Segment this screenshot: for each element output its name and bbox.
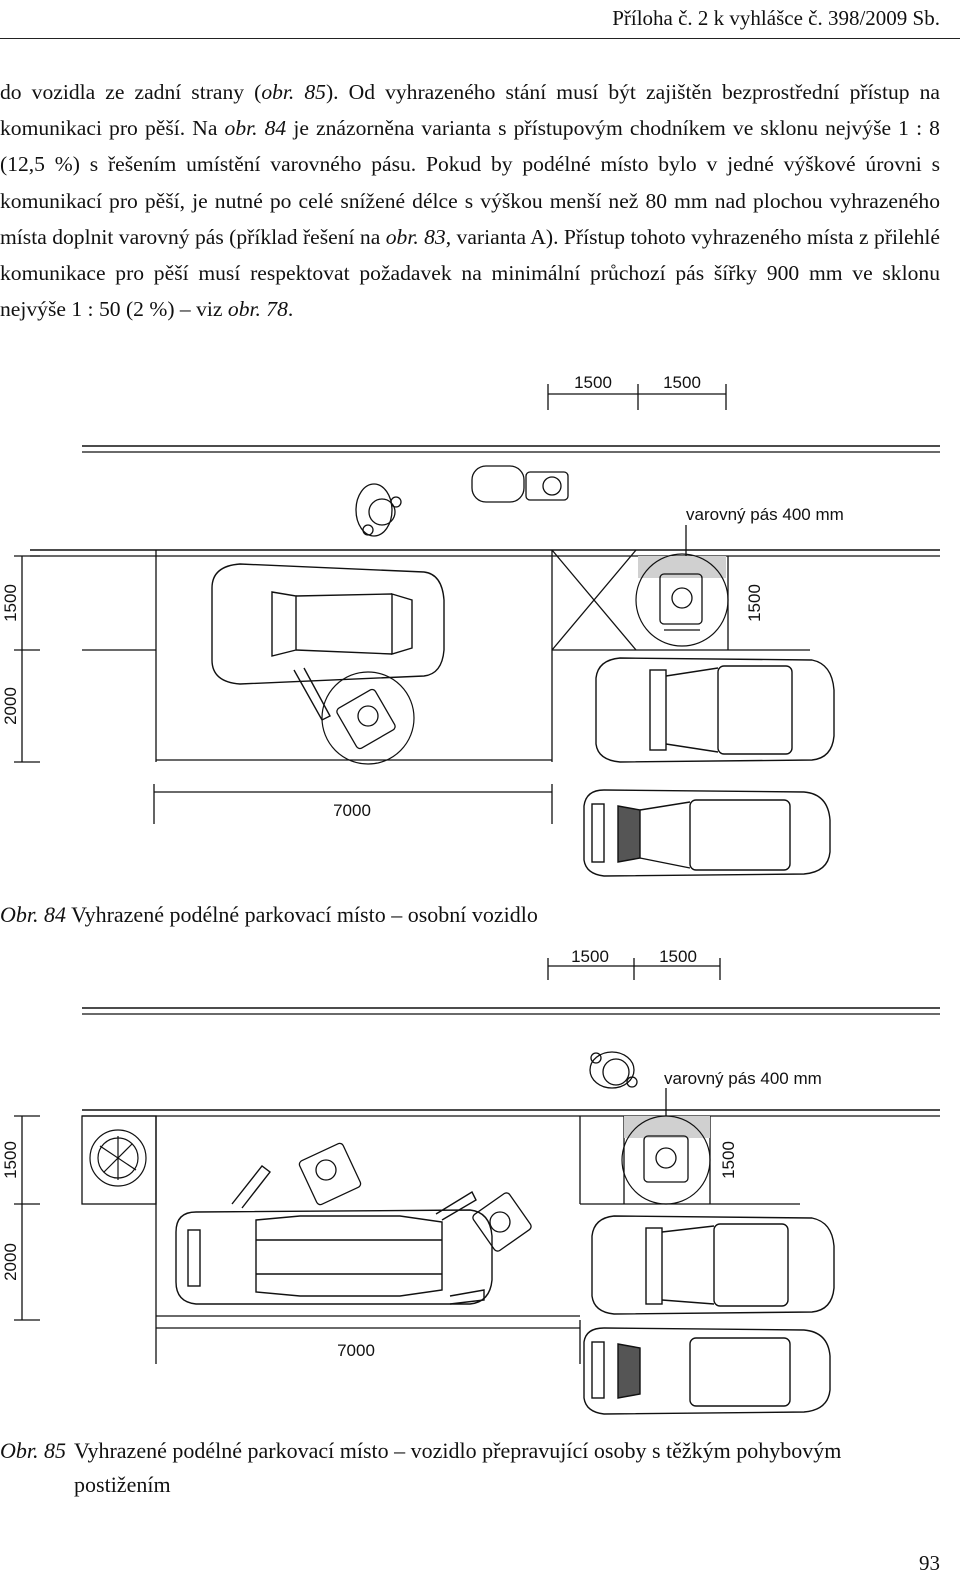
warning-label: varovný pás 400 mm — [664, 1069, 822, 1088]
text-run: . — [287, 297, 294, 322]
text-run: ). Od vyhrazeného stání musí být zajiště… — [0, 80, 940, 141]
warning-label: varovný pás 400 mm — [686, 505, 844, 524]
van-icon — [175, 1165, 493, 1305]
pedestrian-icon — [589, 1051, 638, 1089]
dimension-label: 1500 — [1, 1141, 20, 1179]
figure-84-drawing: 1500 1500 7000 1500 2000 1500 varovný pá… — [1, 373, 940, 877]
car-icon — [591, 1215, 835, 1315]
caption-text: Vyhrazené podélné parkovací místo – osob… — [71, 902, 538, 927]
wheelchair-user-icon — [643, 1135, 689, 1183]
dimension-label: 1500 — [745, 584, 764, 622]
page-header: Příloha č. 2 k vyhlášce č. 398/2009 Sb. — [612, 6, 940, 30]
dimension-label: 2000 — [1, 687, 20, 725]
turning-circle — [321, 671, 415, 765]
figure-85-caption: Obr. 85 Vyhrazené podélné parkovací míst… — [0, 1434, 940, 1502]
wheelchair-user-icon — [471, 465, 569, 503]
dimension-label: 1500 — [659, 947, 697, 966]
text-run: je znázorněna varianta s přístupovým cho… — [0, 116, 940, 249]
dimension-label: 1500 — [571, 947, 609, 966]
figure-reference: obr. 83 — [385, 224, 446, 249]
dimension-label: 1500 — [663, 373, 701, 392]
dimension-label: 7000 — [333, 801, 371, 820]
dimension-label: 2000 — [1, 1243, 20, 1281]
dimension-label: 1500 — [719, 1141, 738, 1179]
figure-85-drawing: 1500 1500 7000 1500 2000 1500 varovný pá… — [1, 947, 940, 1415]
figure-reference: obr. 85 — [261, 80, 326, 104]
tree-icon — [89, 1129, 147, 1187]
figure-84: 1500 1500 7000 1500 2000 1500 varovný pá… — [0, 360, 960, 880]
dimension-label: 1500 — [574, 373, 612, 392]
text-run: , varianta A). Přístup tohoto vyhrazenéh… — [0, 224, 940, 322]
wheelchair-user-icon — [336, 688, 396, 750]
dimension-label: 7000 — [337, 1341, 375, 1360]
caption-number: Obr. 85 — [0, 1438, 67, 1463]
caption-text: Vyhrazené podélné parkovací místo – vozi… — [74, 1438, 842, 1497]
car-icon — [211, 563, 445, 721]
wheelchair-user-icon — [472, 1192, 532, 1252]
figure-reference: obr. 84 — [224, 116, 287, 141]
figure-reference: obr. 78 — [227, 297, 288, 322]
wheelchair-user-icon — [298, 1142, 362, 1206]
page-number: 93 — [919, 1551, 940, 1575]
text-run: do vozidla ze zadní strany ( — [0, 80, 262, 104]
header-rule — [0, 38, 960, 39]
turning-circle — [621, 1115, 711, 1205]
wheelchair-user-icon — [659, 573, 703, 631]
turning-circle — [635, 553, 729, 647]
car-icon — [583, 789, 831, 877]
car-icon — [583, 1327, 831, 1415]
figure-84-caption: Obr. 84 Vyhrazené podélné parkovací míst… — [0, 898, 538, 932]
dimension-label: 1500 — [1, 584, 20, 622]
caption-number: Obr. 84 — [0, 902, 67, 927]
pedestrian-icon — [355, 483, 402, 537]
warning-strip — [638, 556, 726, 578]
figure-85: 1500 1500 7000 1500 2000 1500 varovný pá… — [0, 940, 960, 1420]
car-icon — [595, 657, 835, 763]
body-paragraph: do vozidla ze zadní strany (obr. 85). Od… — [0, 74, 940, 327]
